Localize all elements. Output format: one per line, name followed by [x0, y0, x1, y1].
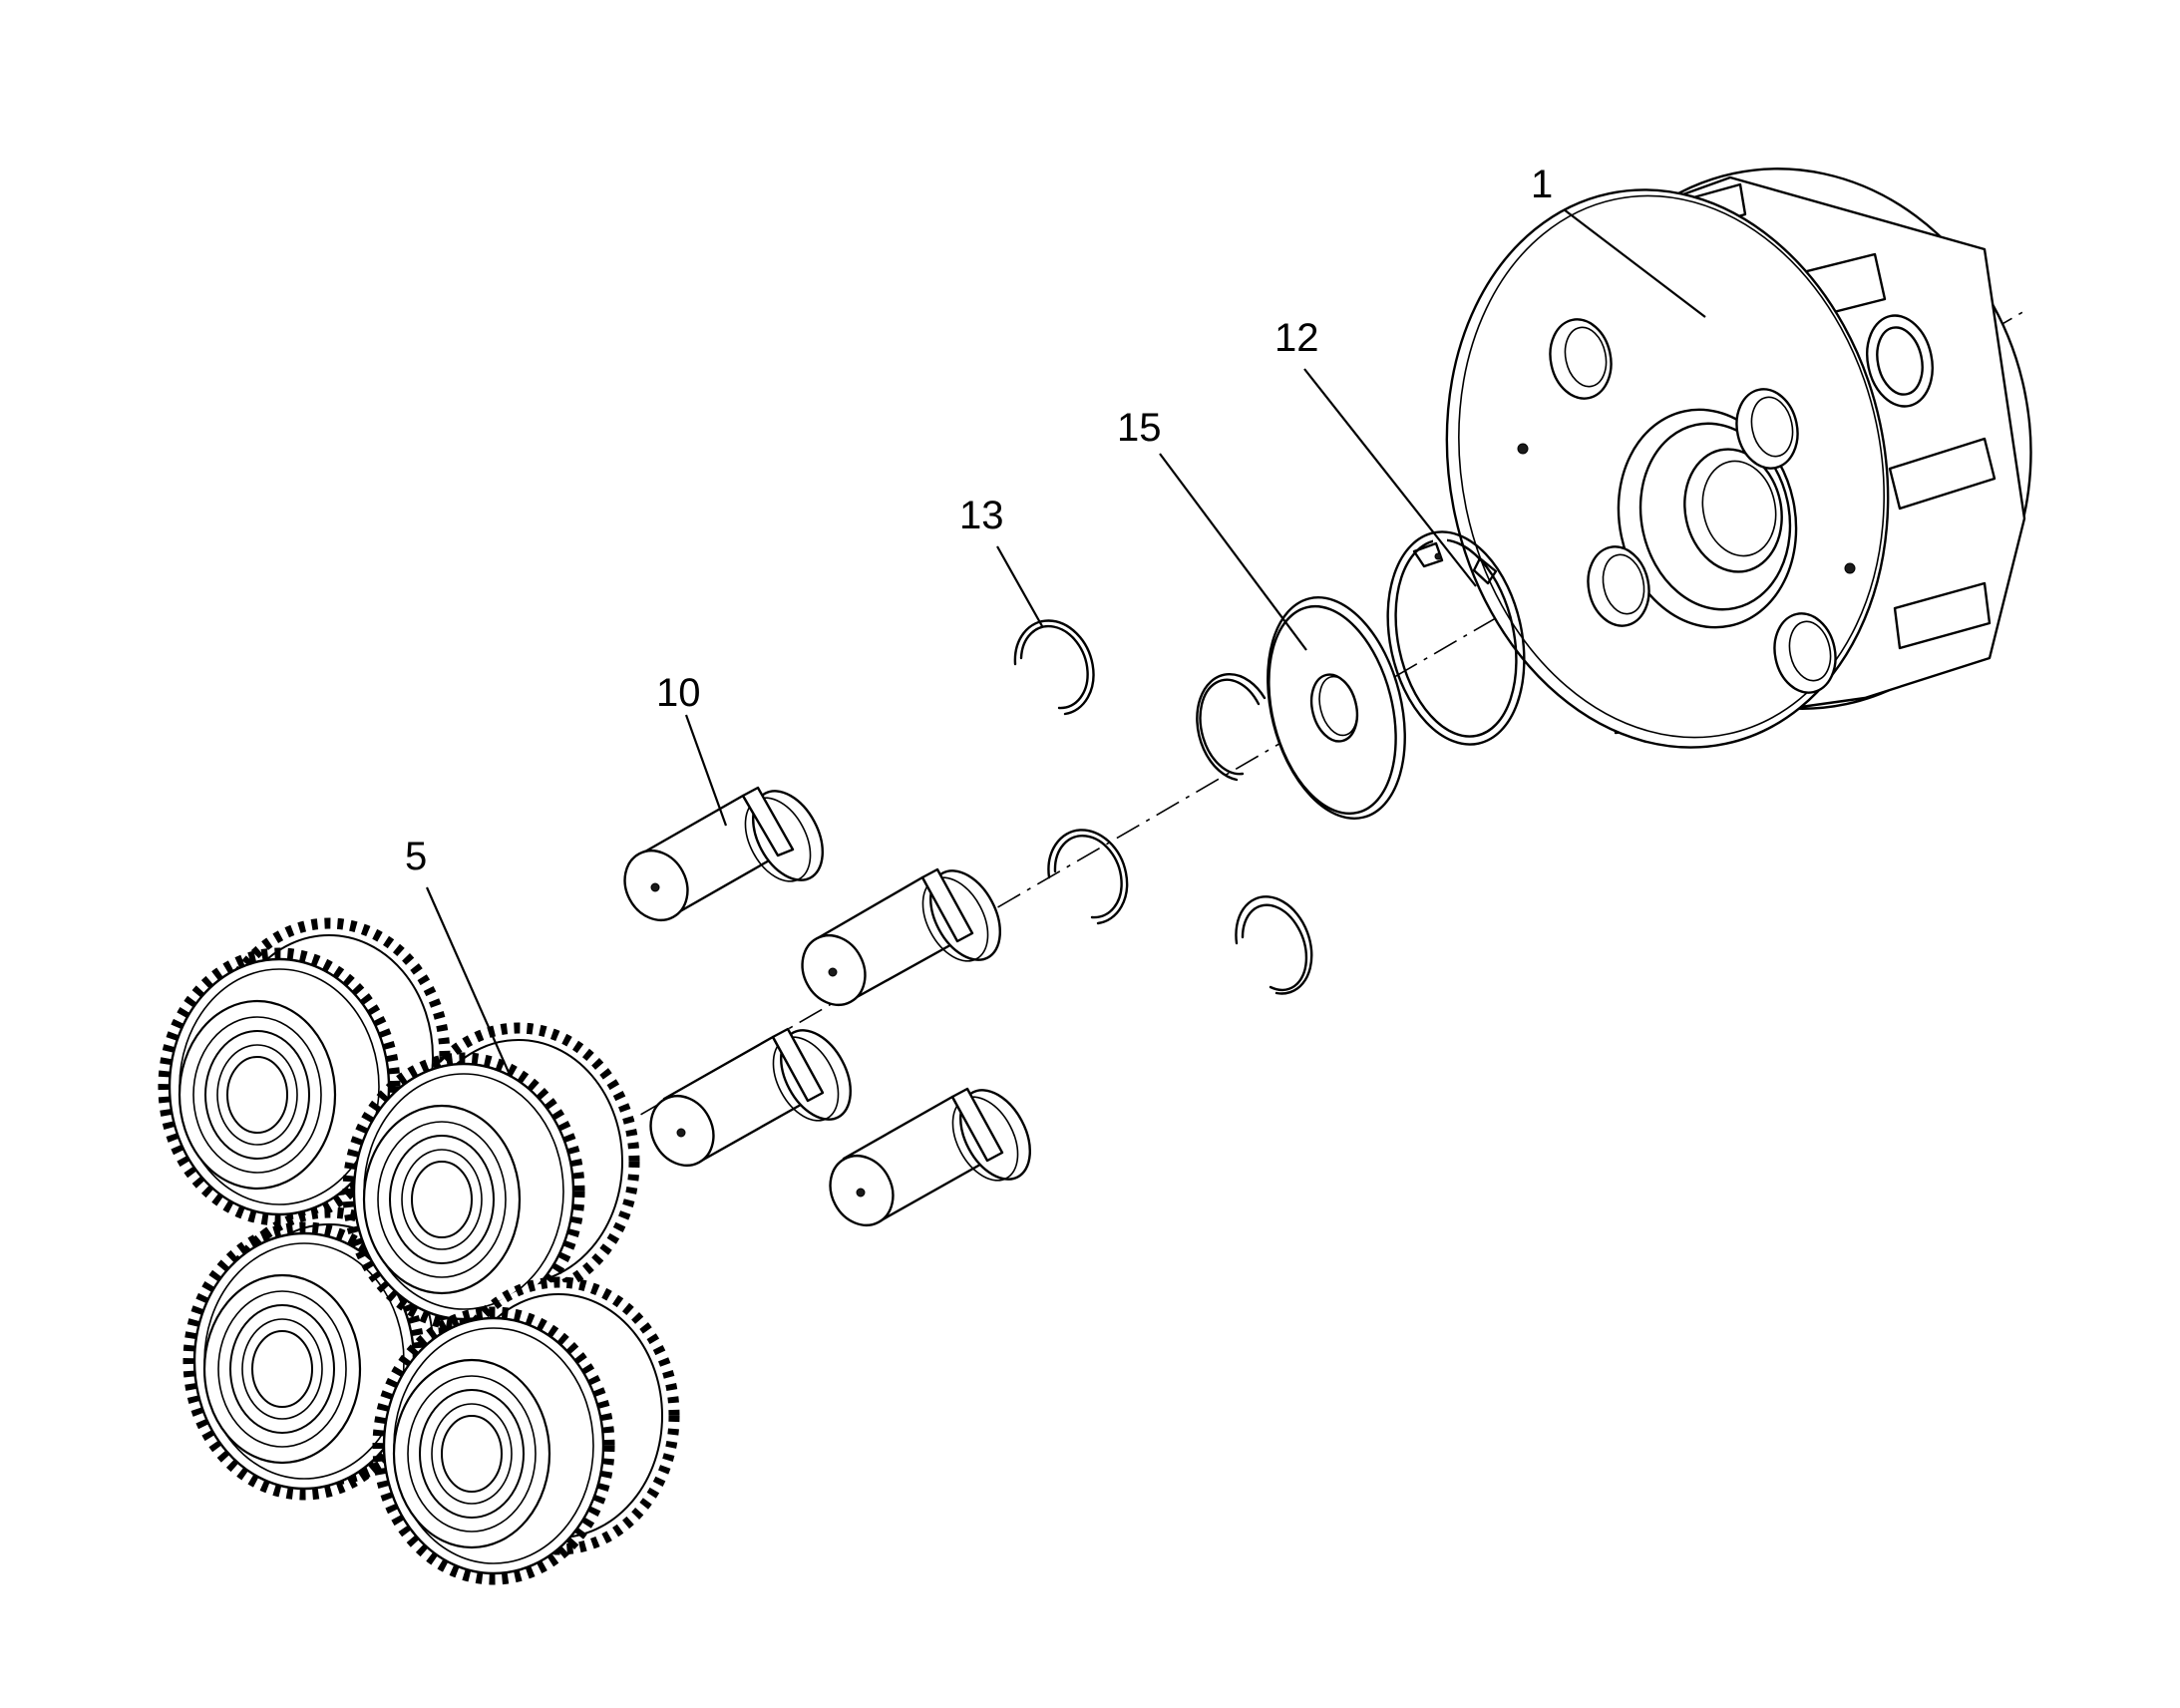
planet-pin-1	[623, 786, 824, 921]
retaining-ring-13c	[1235, 895, 1313, 995]
leader-line-5	[425, 886, 513, 1078]
leader-line-1	[1563, 208, 1706, 318]
leader-line-15	[1159, 453, 1307, 651]
retaining-ring-13a	[1013, 619, 1095, 716]
planet-pin-2	[801, 867, 1001, 1006]
snap-ring-internal	[1386, 530, 1526, 746]
callout-15: 15	[1117, 406, 1162, 450]
leader-line-12	[1303, 368, 1477, 587]
callout-13: 13	[959, 494, 1004, 537]
planet-pin-3	[649, 1027, 852, 1167]
leader-line-10	[684, 714, 728, 827]
retaining-ring-13b	[1047, 829, 1129, 925]
callout-10: 10	[656, 671, 701, 715]
planet-pin-4	[829, 1087, 1031, 1226]
planet-carrier-housing	[1445, 168, 2032, 749]
snap-ring-small-a	[1196, 673, 1267, 782]
callout-1: 1	[1531, 163, 1553, 206]
callout-12: 12	[1274, 316, 1319, 360]
thrust-washer	[1267, 596, 1406, 820]
leader-line-13	[996, 545, 1043, 627]
callout-5: 5	[405, 835, 427, 878]
